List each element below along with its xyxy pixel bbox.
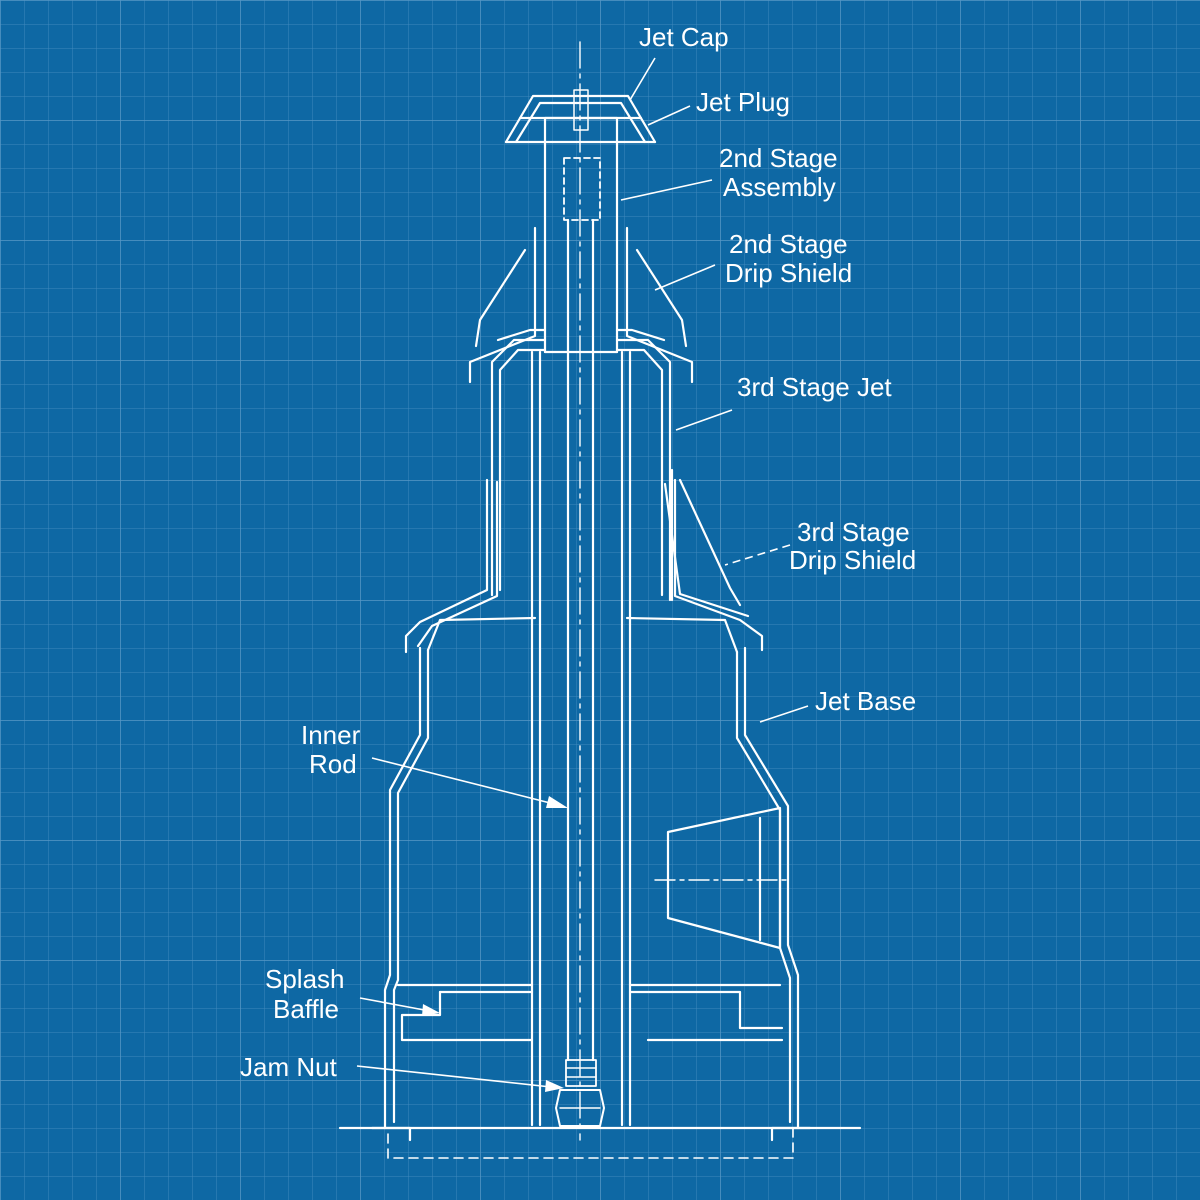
leader-arrowheads <box>422 796 568 1092</box>
jam-nut-part <box>555 1059 605 1127</box>
label-third-stage-drip-shield-2: Drip Shield <box>789 545 916 575</box>
arrowhead-jam-nut <box>545 1080 564 1092</box>
arrowhead-inner-rod <box>546 796 568 808</box>
label-jet-cap: Jet Cap <box>639 22 729 52</box>
third-stage-drip-shield-part <box>404 478 764 654</box>
label-second-stage-assembly-2: Assembly <box>723 172 836 202</box>
label-splash-baffle-2: Baffle <box>273 994 339 1024</box>
splash-baffle-part <box>396 983 784 1042</box>
leader-lines <box>356 57 809 1089</box>
label-second-stage-assembly-1: 2nd Stage <box>719 143 838 173</box>
label-third-stage-drip-shield-1: 3rd Stage <box>797 517 910 547</box>
label-second-stage-drip-shield-1: 2nd Stage <box>729 229 848 259</box>
inner-rod-part <box>566 218 595 1062</box>
labels: Jet Cap Jet Plug 2nd Stage Assembly 2nd … <box>240 22 916 1082</box>
inner-tubes <box>530 350 632 1127</box>
leader-inner-rod <box>371 757 563 807</box>
leader-jet-base <box>759 705 809 723</box>
label-jet-base: Jet Base <box>815 686 916 716</box>
arrowhead-splash-baffle <box>422 1004 440 1016</box>
leader-splash-baffle <box>359 997 436 1013</box>
label-third-stage-jet: 3rd Stage Jet <box>737 372 892 402</box>
leader-third-stage-drip-shield <box>724 544 791 566</box>
leader-third-stage-jet <box>675 409 733 431</box>
third-stage-jet-part <box>490 338 674 602</box>
jet-cap-part <box>504 89 657 144</box>
label-inner-rod-2: Rod <box>309 749 357 779</box>
label-splash-baffle-1: Splash <box>265 964 345 994</box>
label-jet-plug: Jet Plug <box>696 87 790 117</box>
label-jam-nut: Jam Nut <box>240 1052 338 1082</box>
label-inner-rod-1: Inner <box>301 720 361 750</box>
leader-jet-plug <box>647 105 691 126</box>
second-stage-assembly-part <box>543 116 619 354</box>
leader-second-stage-drip-shield <box>654 264 716 291</box>
leader-jet-cap <box>629 57 656 101</box>
leader-jam-nut <box>356 1065 561 1089</box>
label-second-stage-drip-shield-2: Drip Shield <box>725 258 852 288</box>
second-stage-drip-shield-part <box>468 226 694 384</box>
leader-second-stage-assembly <box>620 179 713 201</box>
